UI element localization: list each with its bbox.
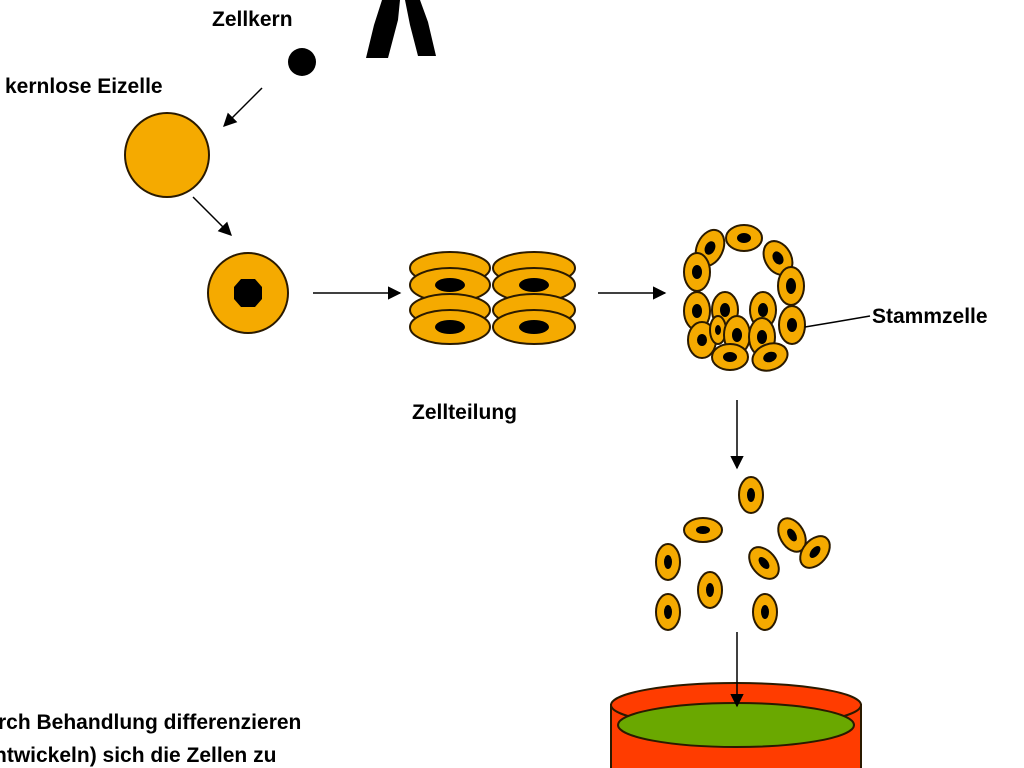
blastocyst [683, 224, 806, 372]
nucleus [288, 48, 316, 76]
nucleated-egg-cell [207, 252, 289, 334]
caption-line-2: ntwickeln) sich die Zellen zu [0, 744, 276, 767]
label-stem-cell: Stammzelle [872, 305, 988, 328]
label-cell-division: Zellteilung [412, 401, 517, 424]
dividing-cells [409, 251, 576, 345]
caption-line-1: rch Behandlung differenzieren [0, 711, 301, 734]
label-enucleated-egg: kernlose Eizelle [5, 75, 163, 98]
label-nucleus: Zellkern [212, 8, 293, 31]
figure-legs-shape [366, 0, 436, 58]
separated-cells [655, 476, 831, 631]
arrow-egg-to-zygote [192, 196, 232, 236]
stem-cell-pointer-line [804, 315, 871, 328]
arrow-nucleus-to-egg [223, 87, 263, 127]
petri-dish [610, 682, 862, 768]
enucleated-egg-cell [124, 112, 210, 198]
